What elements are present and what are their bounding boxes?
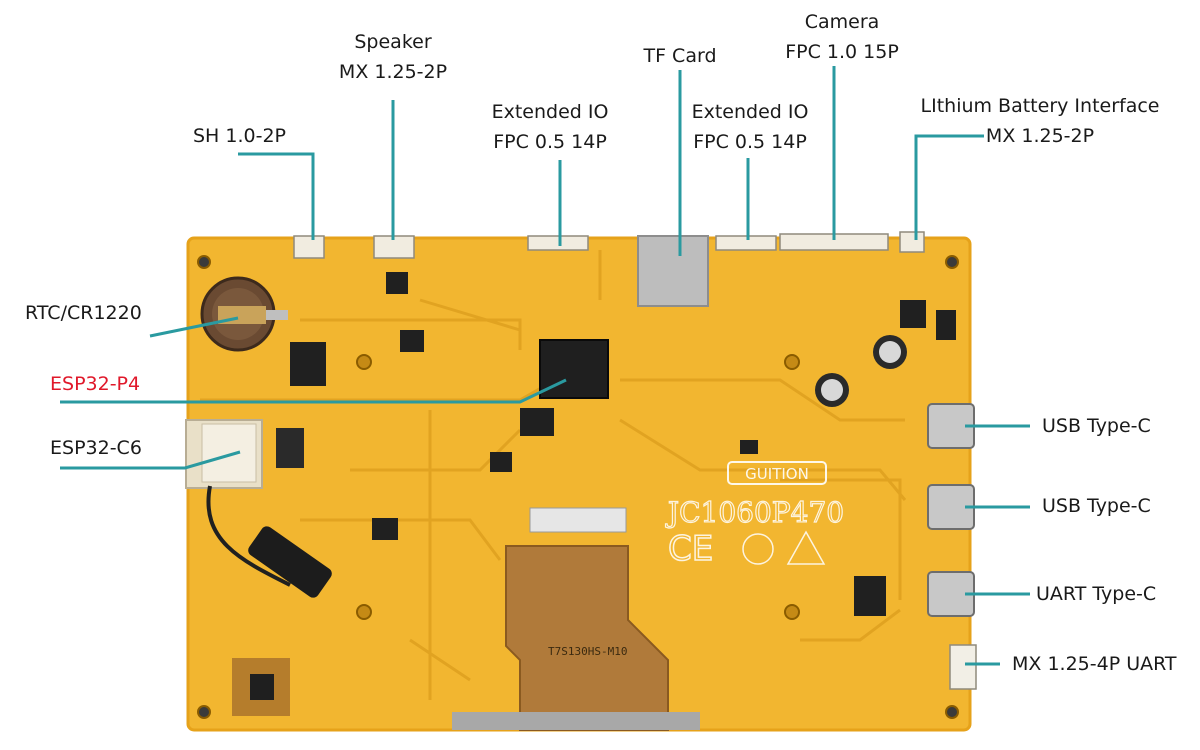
fpc-marking: T7S130HS-M10 [548,645,627,658]
board-model: JC1060P470 [665,496,844,529]
warning-icon [786,530,826,565]
label-usb-c-2: USB Type-C [1042,495,1151,517]
leader-lines [60,66,1030,666]
label-sh: SH 1.0-2P [193,125,287,147]
label-battery-connector: MX 1.25-2P [985,125,1095,147]
label-esp32-c6: ESP32-C6 [50,437,142,459]
mounting-holes [197,255,959,719]
display-fpc [452,507,700,731]
label-ext-io-a-title: Extended IO [491,101,609,123]
label-esp32-p4: ESP32-P4 [50,373,141,395]
esp32-p4-chip [539,339,609,399]
label-speaker-connector: MX 1.25-2P [338,61,448,83]
brand-logo: GUITION [745,465,809,483]
antenna-cable [206,485,291,587]
label-mx-uart: MX 1.25-4P UART [1012,653,1177,675]
label-ext-io-b-title: Extended IO [691,101,809,123]
usb-c-ports [927,403,977,690]
brand-logo-box [727,461,827,485]
label-uart-c: UART Type-C [1036,583,1157,605]
capacitors [815,335,907,407]
pcb-traces [200,250,907,700]
leader-battery [914,134,984,240]
leader-esp32-p4 [60,378,567,404]
label-rtc: RTC/CR1220 [25,302,142,324]
ic-chips [232,272,956,716]
label-speaker-title: Speaker [354,31,432,53]
label-tf-card: TF Card [643,45,717,67]
leader-rtc [149,316,239,338]
antenna-tag [248,526,332,598]
label-camera-title: Camera [804,11,880,33]
ce-mark: CE [668,529,713,569]
label-ext-io-a-connector: FPC 0.5 14P [493,131,607,153]
pb-free-icon [742,533,774,565]
label-battery-title: LIthium Battery Interface [920,95,1160,117]
label-usb-c-1: USB Type-C [1042,415,1151,437]
esp32-c6-module [185,419,263,489]
label-camera-connector: FPC 1.0 15P [785,41,899,63]
leader-sh [238,152,315,240]
label-ext-io-b-connector: FPC 0.5 14P [693,131,807,153]
leader-esp32-c6 [60,450,241,470]
tf-card-slot [637,235,709,307]
